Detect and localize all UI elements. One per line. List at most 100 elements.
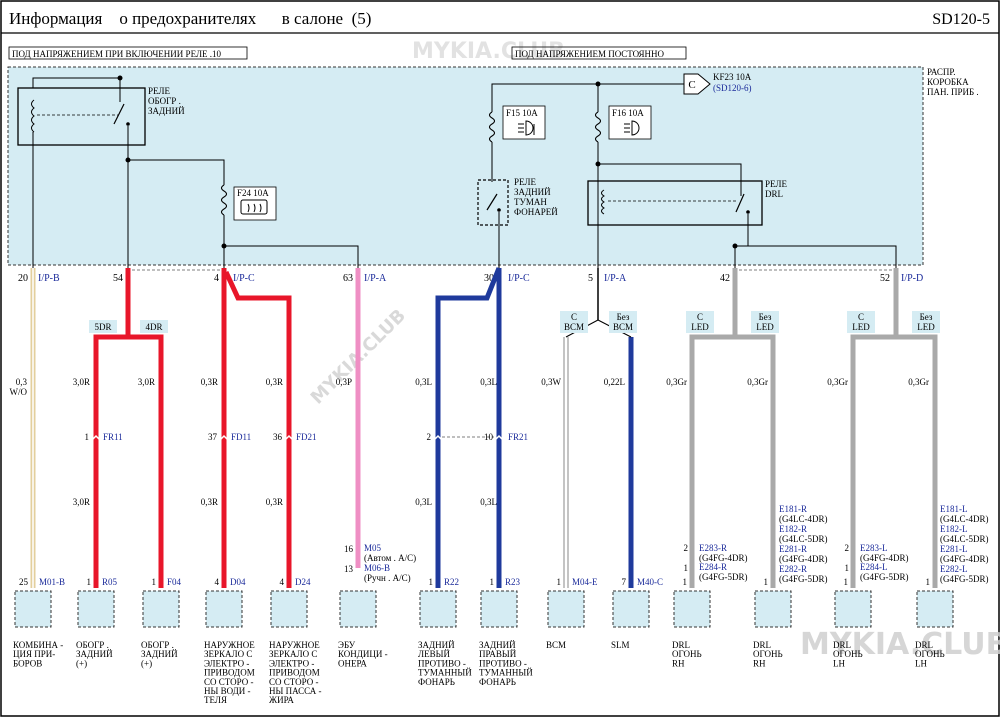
drl-lh-b-code-2: E182-L (940, 524, 968, 534)
conn-ipa-2: I/P-A (604, 273, 627, 284)
spec-03r-1: 0,3R (201, 377, 218, 387)
pin-52: 52 (880, 273, 890, 284)
component-label-4-1: НАРУЖНОЕ (204, 640, 255, 650)
component-box-6 (339, 590, 377, 628)
wire-drl-to-52 (735, 245, 897, 268)
component-label-13-1: DRL (833, 640, 851, 650)
fd11-label: FD11 (231, 432, 251, 442)
zone-constant-frame (511, 46, 687, 60)
bottom-conn-3: F04 (167, 577, 182, 587)
component-label-7-3: ПРОТИВО - (418, 658, 466, 668)
bottom-conn-8: R23 (505, 577, 521, 587)
spec-03l-1: 0,3L (415, 377, 432, 387)
drl-rh-a-pin-2: 1 (684, 563, 689, 573)
fuse-f15 (488, 111, 496, 143)
wire-f24-to-aircon (224, 245, 359, 268)
spec-03l-4: 0,3L (480, 497, 497, 507)
drl-rh-b-note-3: (G4FG-4DR) (779, 554, 828, 564)
page-code: SD120-5 (932, 11, 990, 28)
bottom-pin-3: 1 (152, 577, 157, 587)
drl-lh-a-note-1: (G4FG-4DR) (860, 553, 909, 563)
junction-box (7, 66, 924, 266)
fr21-pin: 10 (484, 432, 494, 442)
relay-rear-fog (477, 179, 509, 226)
m05-label: M05 (364, 543, 382, 553)
conn-ipd: I/P-D (901, 273, 923, 284)
component-label-4-7: ТЕЛЯ (204, 695, 227, 705)
label-4dr: 4DR (145, 322, 162, 332)
relay-rear-fog-contact (497, 208, 501, 212)
component-label-6-3: ОНЕРА (338, 658, 367, 668)
spec-03p: 0,3P (336, 377, 352, 387)
label-led-c-rh-2: LED (691, 322, 709, 332)
relay-drl-label-1: РЕЛЕ (765, 179, 787, 189)
spec-03gr-1: 0,3Gr (666, 377, 687, 387)
label-led-c-lh-1: С (858, 312, 864, 322)
fr11-pin: 1 (85, 432, 90, 442)
pin-4: 4 (214, 273, 219, 284)
m06-label: M06-B (364, 563, 390, 573)
component-label-9-1: BCM (546, 640, 566, 650)
bottom-pin-7: 1 (429, 577, 434, 587)
component-label-14-2: ОГОНЬ (915, 649, 945, 659)
bottom-pin-5: 4 (280, 577, 285, 587)
spec-03l-2: 0,3L (480, 377, 497, 387)
drl-lh-b-code-3: E281-L (940, 544, 968, 554)
box-label-1: РАСПР. (927, 67, 956, 77)
component-label-3-3: (+) (141, 658, 152, 668)
pin-63: 63 (343, 273, 353, 284)
spec-30r-3: 3,0R (73, 497, 90, 507)
component-label-14-1: DRL (915, 640, 933, 650)
bottom-conn-7: R22 (444, 577, 459, 587)
component-box-7 (419, 590, 457, 628)
drl-references: 2 E283-R (G4FG-4DR) 1 E284-R (G4FG-5DR) … (684, 504, 989, 584)
component-box-3 (142, 590, 180, 628)
fd21-label: FD21 (296, 432, 317, 442)
drl-rh-b-code-4: E282-R (779, 564, 807, 574)
relay-drl (587, 180, 763, 226)
relay-drl-coil (601, 189, 605, 215)
aircon-pins: 16 M05 (Автом . A/C) 13 M06-B (Ручн . A/… (344, 543, 416, 583)
fr11-label: FR11 (103, 432, 123, 442)
top-pin-labels: 20 I/P-B 54 4 I/P-C 63 I/P-A 30 I/P-C 5 … (18, 273, 923, 284)
component-label-5-3: ЭЛЕКТРО - (269, 658, 314, 668)
bottom-pin-4: 4 (215, 577, 220, 587)
spec-wo-1: 0,3 (16, 377, 28, 387)
component-label-2-1: ОБОГР . (76, 640, 109, 650)
component-box-5 (270, 590, 308, 628)
relay-rear-defog-coil (31, 99, 35, 133)
bottom-conn-5: D24 (295, 577, 311, 587)
component-label-1-1: КОМБИНА - (13, 640, 63, 650)
label-led-no-lh-2: LED (917, 322, 935, 332)
drl-rh-a-code-1: E283-R (699, 543, 727, 553)
drl-rh-b-note-1: (G4LC-4DR) (779, 514, 828, 524)
bottom-pin-9: 1 (557, 577, 562, 587)
box-label-3: ПАН. ПРИБ . (927, 87, 979, 97)
drl-lh-a-note-2: (G4FG-5DR) (860, 572, 909, 582)
relay-rear-defog-label-2: ОБОГР . (148, 96, 181, 106)
fuse-f15-label: F15 10A (506, 108, 538, 118)
relay-rear-fog-label-1: РЕЛЕ (514, 177, 536, 187)
bottom-conn-2: R05 (102, 577, 118, 587)
drl-rh-b-code-1: E181-R (779, 504, 807, 514)
pin-30: 30 (484, 273, 494, 284)
component-label-1-2: ЦИЯ ПРИ- (13, 649, 55, 659)
spec-03gr-3: 0,3Gr (827, 377, 848, 387)
spec-03r-2: 0,3R (266, 377, 283, 387)
spec-022l: 0,22L (604, 377, 625, 387)
component-label-5-2: ЗЕРКАЛО С (269, 649, 317, 659)
component-label-5-7: ЖИРА (269, 695, 294, 705)
label-led-c-rh-1: С (697, 312, 703, 322)
label-5dr: 5DR (94, 322, 111, 332)
box-label-2: КОРОБКА (927, 77, 969, 87)
bottom-pin-10: 7 (622, 577, 627, 587)
drl-rh-a-code-2: E284-R (699, 562, 727, 572)
defog-icon (240, 199, 268, 215)
component-label-12-2: ОГОНЬ (753, 649, 783, 659)
component-label-14-3: LH (915, 658, 927, 668)
bottom-pin-12: 1 (764, 577, 769, 587)
component-label-7-5: ФОНАРЬ (418, 677, 455, 687)
component-box-4 (205, 590, 243, 628)
spec-03gr-4: 0,3Gr (908, 377, 929, 387)
drl-lh-b-code-1: E181-L (940, 504, 968, 514)
